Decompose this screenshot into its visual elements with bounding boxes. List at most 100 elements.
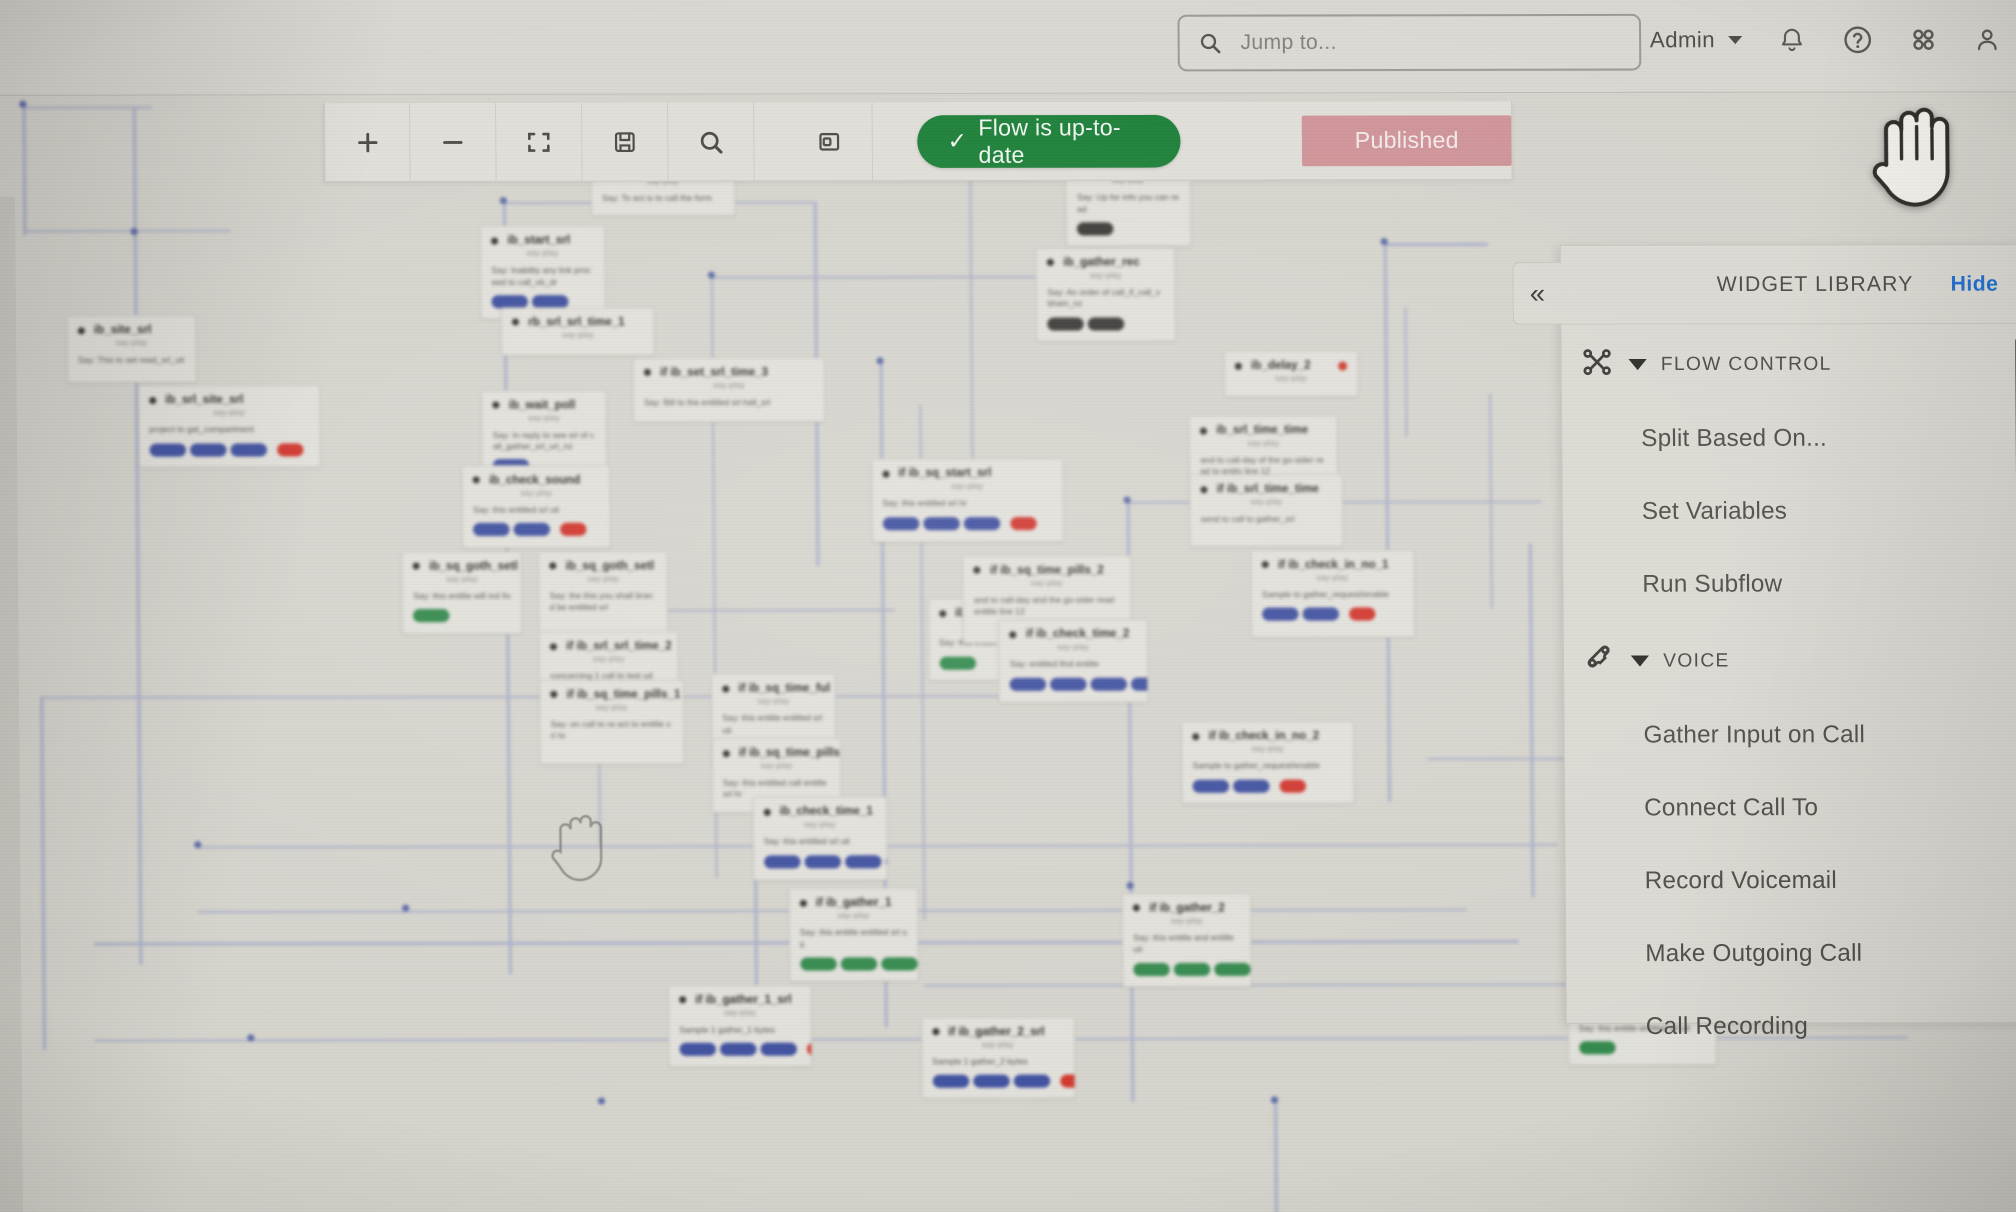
node-transition-pill[interactable] [1088, 316, 1125, 331]
widget-item-call-recording[interactable]: Call Recording [1645, 1012, 1809, 1041]
save-layout-button[interactable] [582, 102, 670, 182]
top-navigation-bar: Admin [0, 0, 2016, 96]
search-canvas-button[interactable] [668, 101, 756, 182]
node-transition-pill[interactable] [1059, 1074, 1076, 1088]
node-transition-pill[interactable] [1349, 607, 1376, 621]
user-avatar-icon[interactable] [1973, 25, 2002, 53]
node-transition-pill[interactable] [1050, 677, 1087, 691]
minimap-button[interactable] [786, 101, 873, 181]
node-transition-pill[interactable] [799, 957, 837, 972]
node-transition-pill[interactable] [806, 1042, 813, 1056]
widget-item-connect-call-to[interactable]: Connect Call To [1644, 793, 1819, 822]
apps-grid-icon[interactable] [1908, 25, 1939, 55]
node-status-dot [722, 685, 730, 693]
node-transition-pill[interactable] [1090, 677, 1128, 691]
jump-to-search[interactable] [1177, 13, 1642, 72]
node-transition-pill[interactable] [1279, 779, 1307, 793]
node-transition-pill[interactable] [1133, 962, 1170, 976]
node-transition-pill[interactable] [760, 1042, 797, 1057]
node-transition-pill[interactable] [189, 443, 227, 457]
fit-to-screen-button[interactable] [496, 102, 583, 182]
node-transition-pill[interactable] [230, 443, 267, 457]
bell-icon[interactable] [1777, 25, 1808, 55]
node-transition-pill[interactable] [932, 1074, 969, 1088]
node-transition-pill[interactable] [844, 854, 882, 869]
node-transition-pill[interactable] [972, 1074, 1010, 1088]
widget-item-split-based-on[interactable]: Split Based On... [1641, 424, 1828, 453]
widget-group-flow-control[interactable]: FLOW CONTROL [1561, 324, 2016, 403]
widget-item-set-variables[interactable]: Set Variables [1641, 497, 1788, 525]
node-transition-pill[interactable] [513, 522, 551, 537]
node-transition-pill[interactable] [1233, 779, 1270, 793]
node-transition-pill[interactable] [719, 1042, 757, 1057]
node-title: if ib_sq_time_pills_2 [738, 746, 842, 760]
widget-item-gather-input-on-call[interactable]: Gather Input on Call [1643, 720, 1866, 749]
node-transition-pill[interactable] [885, 854, 888, 869]
node-transition-pill[interactable] [963, 516, 1000, 531]
node-transition-pill[interactable] [763, 855, 801, 869]
node-transition-pill[interactable] [679, 1042, 716, 1057]
node-status-dot [549, 642, 558, 650]
node-transition-pill[interactable] [882, 516, 919, 531]
node-transition-pill[interactable] [1173, 962, 1211, 976]
node-transition-pill[interactable] [1077, 222, 1114, 236]
chevron-down-icon[interactable] [1628, 358, 1647, 371]
node-transition-pill[interactable] [1047, 316, 1085, 331]
node-transition-pill[interactable] [1214, 962, 1251, 976]
node-transition-pill[interactable] [276, 442, 304, 457]
collapse-panel-button[interactable]: « [1512, 261, 1562, 325]
widget-library-panel: « WIDGET LIBRARY Hide FLOW CONTROL Split… [1512, 243, 2016, 1040]
node-transition-pill[interactable] [1009, 677, 1047, 691]
node-transition-pill[interactable] [473, 523, 510, 537]
node-transition-pill[interactable] [922, 516, 960, 531]
node-transition-pill[interactable] [1131, 677, 1149, 691]
node-transition-pill[interactable] [1009, 516, 1037, 530]
node-transition-pill[interactable] [149, 443, 186, 457]
node-title: if ib_gather_1 [815, 897, 892, 910]
help-circle-icon[interactable] [1841, 24, 1874, 56]
chevron-down-icon[interactable] [1630, 655, 1650, 667]
node-transition-pill[interactable] [880, 957, 918, 971]
node-transition-pill[interactable] [804, 855, 841, 869]
hide-panel-link[interactable]: Hide [1950, 271, 1999, 296]
widget-item-record-voicemail[interactable]: Record Voicemail [1644, 866, 1838, 895]
node-transition-pill[interactable] [560, 522, 587, 537]
node-transition-pill[interactable] [840, 957, 878, 971]
node-transition-pill[interactable] [1192, 779, 1230, 793]
node-transition-pill[interactable] [1302, 607, 1340, 621]
publish-button[interactable]: Published [1301, 114, 1512, 166]
node-transition-pill[interactable] [939, 656, 976, 670]
widget-item-make-outgoing-call[interactable]: Make Outgoing Call [1645, 939, 1863, 968]
node-transition-pill[interactable] [1013, 1074, 1050, 1088]
zoom-out-button[interactable] [410, 102, 497, 182]
node-transition-pill[interactable] [413, 608, 450, 623]
widget-group-voice[interactable]: VOICE [1564, 620, 2016, 699]
account-menu-button[interactable]: Admin [1650, 27, 1743, 53]
node-transition-pill[interactable] [1262, 607, 1299, 621]
search-input[interactable] [1240, 30, 1622, 56]
widget-item-run-subflow[interactable]: Run Subflow [1642, 570, 1783, 598]
zoom-in-button[interactable] [323, 102, 411, 182]
